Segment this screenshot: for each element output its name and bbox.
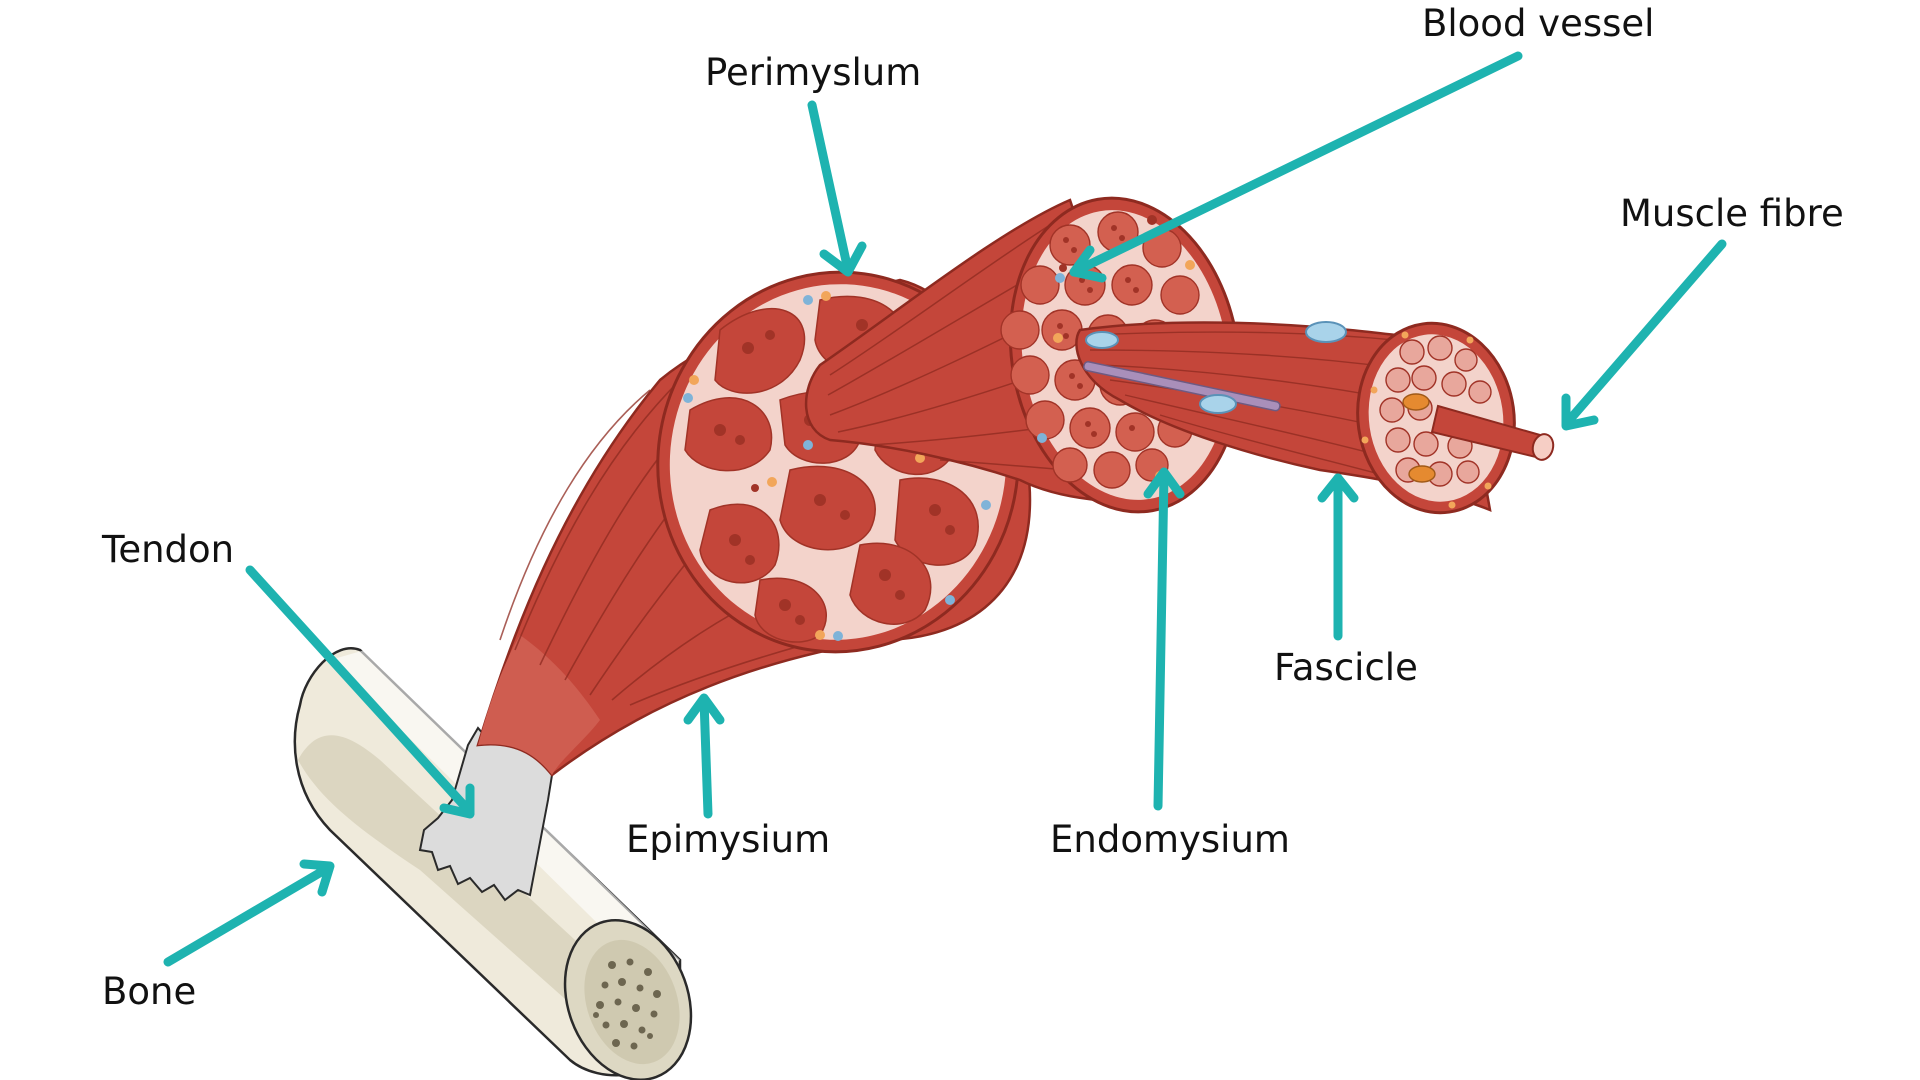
arrow-muscle-fibre [1561, 239, 1727, 431]
arrow-blood-vessel [1069, 51, 1523, 283]
arrow-epimysium [683, 693, 725, 819]
arrow-endomysium [1143, 467, 1185, 811]
label-endomysium: Endomysium [1050, 818, 1290, 861]
arrow-fascicle [1317, 473, 1359, 641]
label-tendon: Tendon [101, 528, 234, 571]
label-bone: Bone [102, 970, 196, 1013]
arrow-perimyslum [807, 100, 867, 277]
arrow-tendon [245, 565, 475, 819]
label-perimyslum: Perimyslum [705, 51, 921, 94]
label-arrows [163, 51, 1727, 967]
label-blood-vessel: Blood vessel [1422, 2, 1654, 45]
label-epimysium: Epimysium [626, 818, 830, 861]
label-muscle-fibre: Muscle fibre [1620, 192, 1844, 235]
muscle-fibre-bundle-illustration [1075, 321, 1555, 515]
labels: Perimyslum Blood vessel Muscle fibre Ten… [101, 2, 1844, 1013]
label-fascicle: Fascicle [1274, 646, 1418, 689]
arrow-bone [163, 859, 335, 967]
